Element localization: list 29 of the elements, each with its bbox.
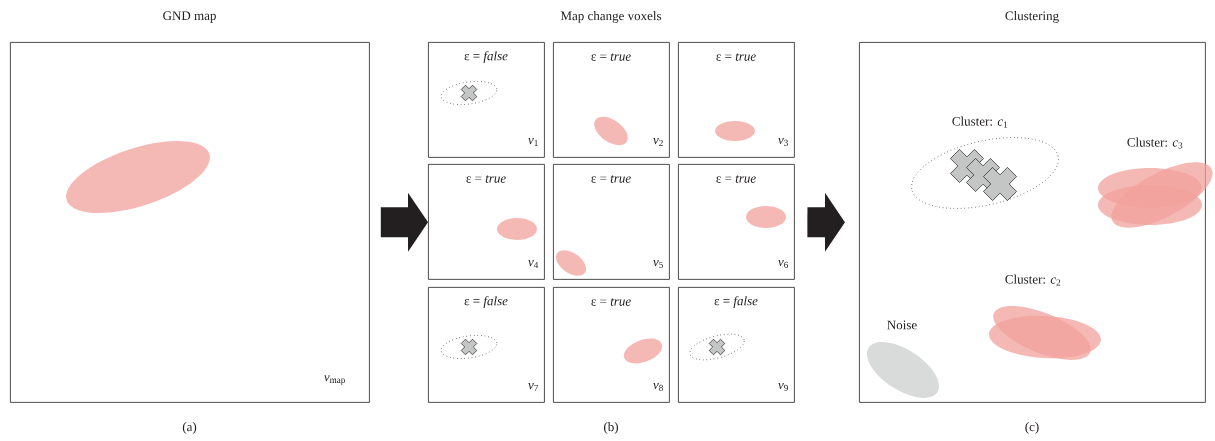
voxel-label: v$_{9}$ xyxy=(778,383,788,391)
panel-caption: (b) xyxy=(604,422,618,434)
panel-caption: (a) xyxy=(182,422,197,434)
cluster-label: Cluster: c$_{3}$ xyxy=(1127,137,1183,149)
panel-title: GND map xyxy=(163,11,216,23)
cluster-label: Cluster: c$_{1}$ xyxy=(952,116,1008,128)
epsilon-label: ε = true xyxy=(591,53,631,61)
voxel-label: v$_{map}$ xyxy=(324,375,345,385)
panel-title: Clustering xyxy=(1005,11,1059,23)
noise-label: Noise xyxy=(887,320,917,330)
epsilon-label: ε = true xyxy=(466,175,506,183)
voxel-label: v$_{6}$ xyxy=(778,260,789,268)
epsilon-label: ε = false xyxy=(714,296,758,308)
panel-title: Map change voxels xyxy=(560,11,662,23)
voxel-label: v$_{2}$ xyxy=(653,138,663,146)
voxel-label: v$_{4}$ xyxy=(528,260,539,268)
epsilon-label: ε = true xyxy=(591,175,631,183)
panel-caption: (c) xyxy=(1025,422,1039,434)
voxel-label: v$_{8}$ xyxy=(653,383,663,391)
epsilon-label: ε = true xyxy=(716,53,756,61)
voxel-label: v$_{7}$ xyxy=(528,383,539,391)
voxel-label: v$_{3}$ xyxy=(778,138,788,146)
epsilon-label: ε = false xyxy=(464,51,508,63)
voxel-label: v$_{5}$ xyxy=(653,260,663,268)
voxel-label: v$_{1}$ xyxy=(528,138,538,146)
epsilon-label: ε = true xyxy=(716,175,756,183)
epsilon-label: ε = true xyxy=(591,298,631,306)
cluster-label: Cluster: c$_{2}$ xyxy=(1005,274,1061,286)
epsilon-label: ε = false xyxy=(464,296,508,308)
